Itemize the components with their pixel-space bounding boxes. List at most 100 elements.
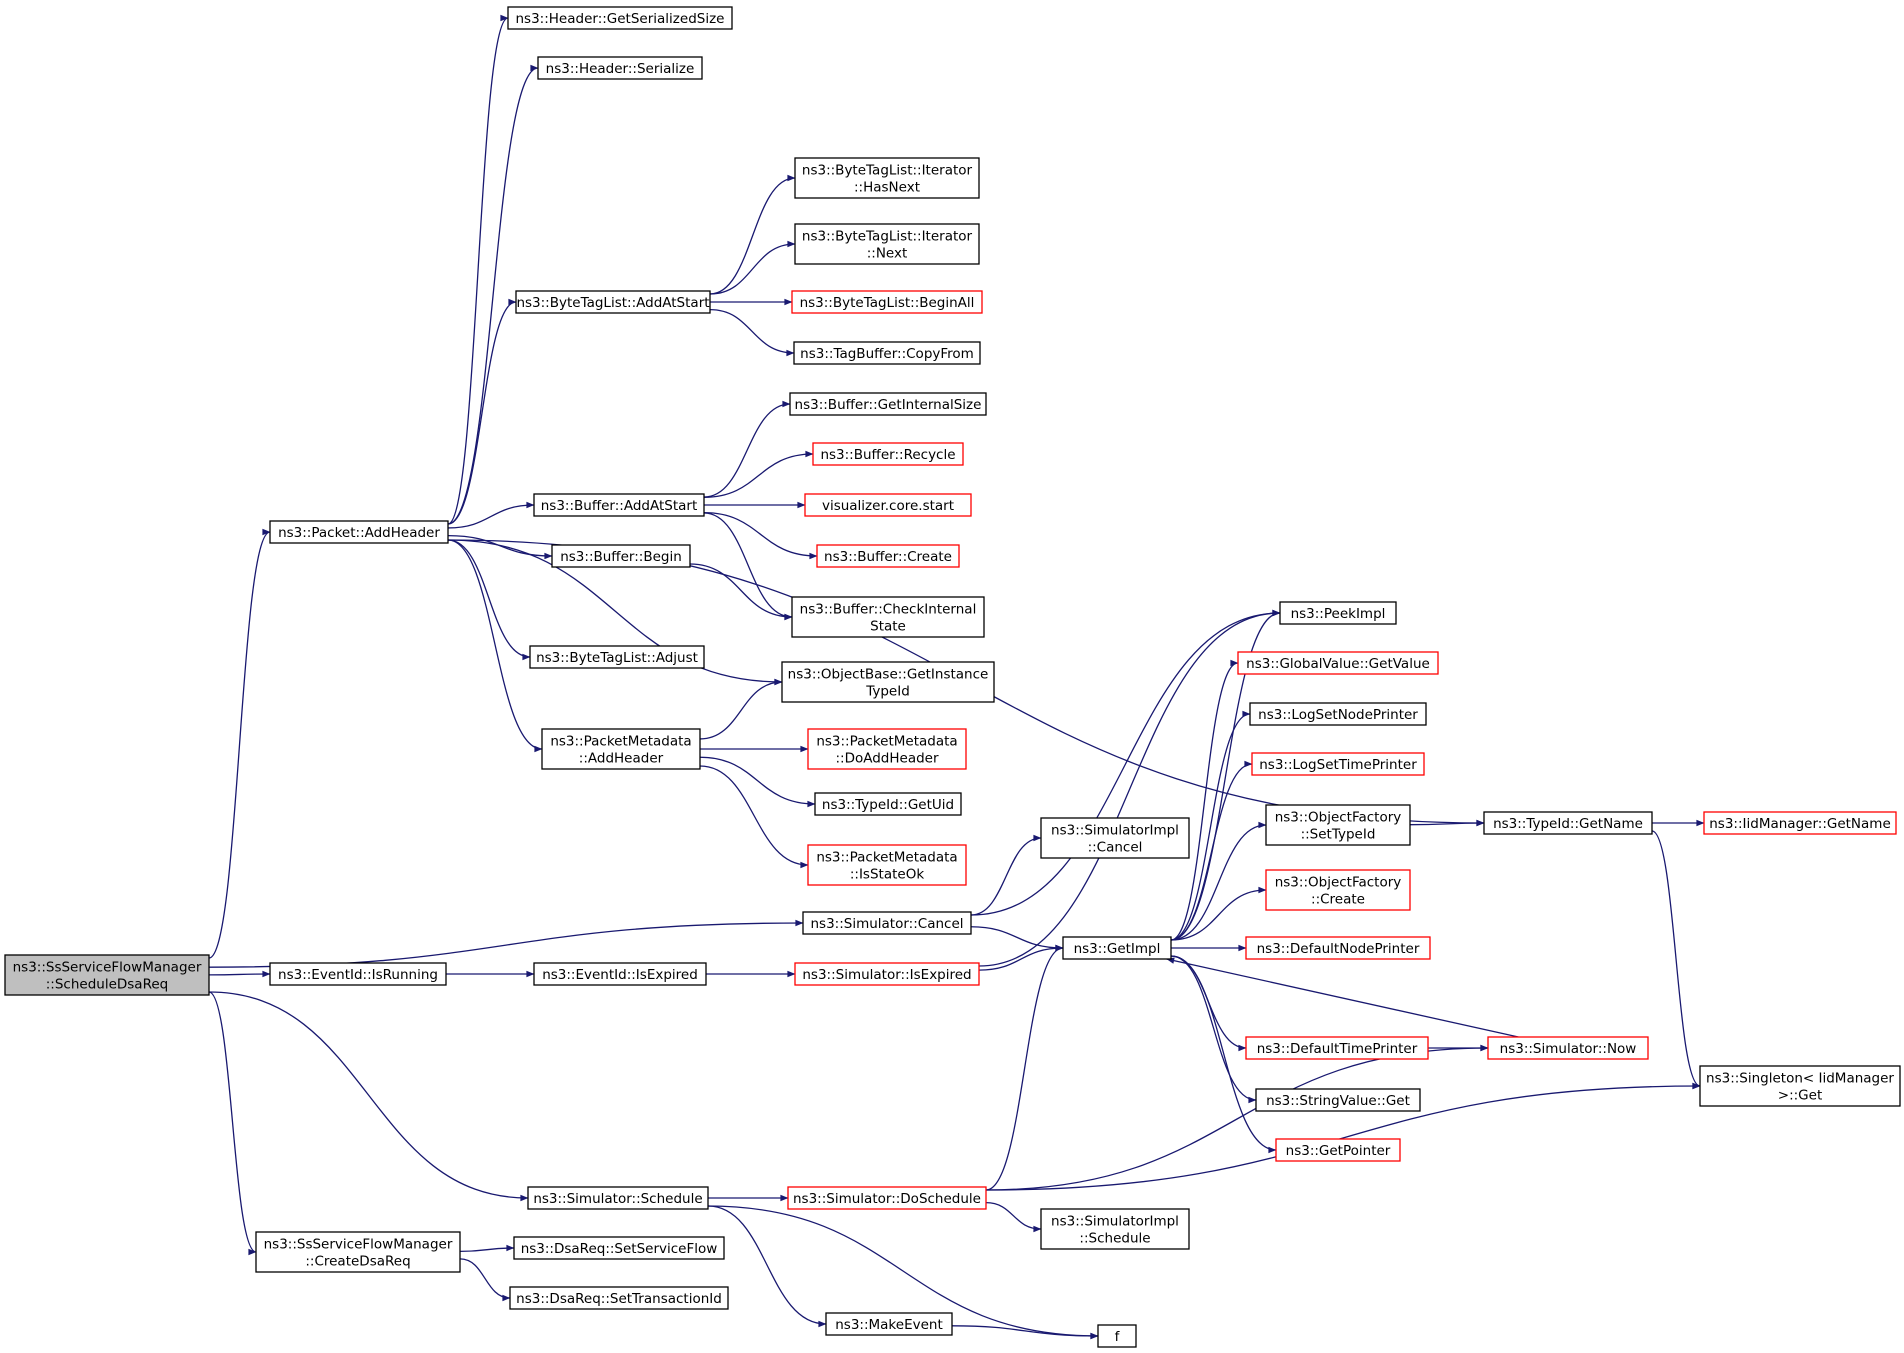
node-box	[802, 911, 972, 935]
node-globalvalue-getvalue[interactable]: ns3::GlobalValue::GetValue	[1237, 651, 1439, 675]
node-simulator-doschedule[interactable]: ns3::Simulator::DoSchedule	[787, 1186, 987, 1210]
node-label: ns3::Simulator::Schedule	[533, 1191, 702, 1207]
node-box	[1265, 869, 1411, 911]
node-bytetaglist-adjust[interactable]: ns3::ByteTagList::Adjust	[529, 645, 705, 669]
node-eventid-isexpired[interactable]: ns3::EventId::IsExpired	[533, 962, 707, 986]
node-simulator-isexpired[interactable]: ns3::Simulator::IsExpired	[794, 962, 980, 986]
node-label: ns3::Buffer::AddAtStart	[541, 498, 698, 514]
node-box	[551, 544, 691, 568]
node-logsetnodeprinter[interactable]: ns3::LogSetNodePrinter	[1249, 702, 1427, 726]
call-edge-simulator_doschedule-to-simulatorimpl_schedule	[985, 1202, 1042, 1233]
node-simulator-schedule[interactable]: ns3::Simulator::Schedule	[527, 1186, 709, 1210]
node-buffer-recycle[interactable]: ns3::Buffer::Recycle	[812, 442, 964, 466]
node-peekimpl[interactable]: ns3::PeekImpl	[1279, 601, 1397, 625]
node-simulator-now[interactable]: ns3::Simulator::Now	[1487, 1036, 1649, 1060]
call-edge-simulator_now-to-getimpl	[1166, 957, 1519, 1038]
node-bytetaglist-addatstart[interactable]: ns3::ByteTagList::AddAtStart	[515, 290, 711, 314]
node-box	[1703, 811, 1897, 835]
node-makeevent[interactable]: ns3::MakeEvent	[825, 1312, 953, 1336]
node-bytetaglist-beginall[interactable]: ns3::ByteTagList::BeginAll	[791, 290, 983, 314]
node-visualizer-core-start[interactable]: visualizer.core.start	[804, 493, 972, 517]
call-edge-packet_addheader-to-objectbase_getinstancetypeid	[447, 539, 783, 686]
node-buffer-create[interactable]: ns3::Buffer::Create	[816, 544, 960, 568]
node-box	[794, 962, 980, 986]
node-getpointer[interactable]: ns3::GetPointer	[1275, 1138, 1401, 1162]
node-label: ns3::StringValue::Get	[1266, 1093, 1410, 1109]
call-edge-getimpl-to-stringvalue_get	[1170, 955, 1257, 1104]
node-bytetaglist-iterator-next[interactable]: ns3::ByteTagList::Iterator::Next	[794, 223, 980, 265]
node-defaulttimeprinter[interactable]: ns3::DefaultTimePrinter	[1245, 1036, 1429, 1060]
node-label: ns3::MakeEvent	[835, 1317, 943, 1333]
node-label: ns3::PacketMetadata	[816, 850, 957, 866]
node-label: ::HasNext	[854, 180, 920, 196]
node-stringvalue-get[interactable]: ns3::StringValue::Get	[1255, 1088, 1421, 1112]
node-label: ns3::SsServiceFlowManager	[264, 1237, 453, 1253]
node-eventid-isrunning[interactable]: ns3::EventId::IsRunning	[269, 962, 447, 986]
call-edge-bytetaglist_addatstart-to-bytetaglist_iterator_hasnext	[709, 174, 796, 295]
node-getimpl[interactable]: ns3::GetImpl	[1062, 936, 1172, 960]
node-packet-addheader[interactable]: ns3::Packet::AddHeader	[269, 520, 449, 544]
node-dsareq-setserviceflow[interactable]: ns3::DsaReq::SetServiceFlow	[513, 1236, 725, 1260]
node-box	[1062, 936, 1172, 960]
node-box	[825, 1312, 953, 1336]
node-box	[1251, 752, 1425, 776]
call-edge-buffer_addatstart-to-buffer_getinternalsize	[703, 400, 791, 498]
node-objectfactory-create[interactable]: ns3::ObjectFactory::Create	[1265, 869, 1411, 911]
node-simulatorimpl-cancel[interactable]: ns3::SimulatorImpl::Cancel	[1040, 817, 1190, 859]
node-box	[515, 290, 711, 314]
function-nodes: ns3::SsServiceFlowManager::ScheduleDsaRe…	[4, 6, 1901, 1348]
node-label: ns3::PeekImpl	[1291, 606, 1386, 622]
node-label: ns3::ByteTagList::Iterator	[802, 163, 973, 179]
node-label: f	[1115, 1329, 1121, 1345]
node-objectfactory-settypeid[interactable]: ns3::ObjectFactory::SetTypeId	[1265, 804, 1411, 846]
node-defaultnodeprinter[interactable]: ns3::DefaultNodePrinter	[1245, 936, 1431, 960]
node-label: ns3::LogSetNodePrinter	[1258, 707, 1418, 723]
node-box	[509, 1286, 729, 1310]
node-label: ns3::TypeId::GetUid	[822, 797, 954, 813]
node-box	[1487, 1036, 1649, 1060]
node-label: ns3::EventId::IsRunning	[278, 967, 438, 983]
node-packetmetadata-isstateok[interactable]: ns3::PacketMetadata::IsStateOk	[807, 844, 967, 886]
node-label: ns3::Header::GetSerializedSize	[516, 11, 725, 27]
node-header-getserializedsize[interactable]: ns3::Header::GetSerializedSize	[507, 6, 733, 30]
node-box	[1275, 1138, 1401, 1162]
node-bytetaglist-iterator-hasnext[interactable]: ns3::ByteTagList::Iterator::HasNext	[794, 157, 980, 199]
node-box	[507, 6, 733, 30]
node-header-serialize[interactable]: ns3::Header::Serialize	[537, 56, 703, 80]
node-buffer-getinternalsize[interactable]: ns3::Buffer::GetInternalSize	[789, 392, 987, 416]
call-edge-simulator_cancel-to-peekimpl	[970, 609, 1281, 916]
call-edge-simulator_cancel-to-getimpl	[970, 926, 1064, 952]
node-packetmetadata-doaddheader[interactable]: ns3::PacketMetadata::DoAddHeader	[807, 728, 967, 770]
node-label: ns3::SimulatorImpl	[1051, 1214, 1179, 1230]
node-box	[255, 1231, 461, 1273]
node-label: ns3::PacketMetadata	[550, 734, 691, 750]
node-label: ns3::PacketMetadata	[816, 734, 957, 750]
node-tagbuffer-copyfrom[interactable]: ns3::TagBuffer::CopyFrom	[793, 341, 981, 365]
node-iidmanager-getname[interactable]: ns3::IidManager::GetName	[1703, 811, 1897, 835]
node-root[interactable]: ns3::SsServiceFlowManager::ScheduleDsaRe…	[4, 954, 210, 996]
node-simulatorimpl-schedule[interactable]: ns3::SimulatorImpl::Schedule	[1040, 1208, 1190, 1250]
node-box	[794, 223, 980, 265]
node-label: ns3::ByteTagList::Iterator	[802, 229, 973, 245]
node-typeid-getuid[interactable]: ns3::TypeId::GetUid	[814, 792, 962, 816]
node-buffer-addatstart[interactable]: ns3::Buffer::AddAtStart	[533, 493, 705, 517]
node-simulator-cancel[interactable]: ns3::Simulator::Cancel	[802, 911, 972, 935]
node-label: ns3::TagBuffer::CopyFrom	[800, 346, 974, 362]
node-f[interactable]: f	[1097, 1324, 1137, 1348]
node-label: ns3::Simulator::DoSchedule	[793, 1191, 981, 1207]
node-logsettimeprinter[interactable]: ns3::LogSetTimePrinter	[1251, 752, 1425, 776]
node-typeid-getname[interactable]: ns3::TypeId::GetName	[1483, 811, 1653, 835]
node-singleton-get[interactable]: ns3::Singleton< IidManager>::Get	[1699, 1065, 1901, 1107]
node-box	[807, 844, 967, 886]
node-sfm-createdsareq[interactable]: ns3::SsServiceFlowManager::CreateDsaReq	[255, 1231, 461, 1273]
call-edge-buffer_begin-to-buffer_checkinternalstate	[689, 563, 793, 621]
node-label: ::Next	[867, 246, 908, 262]
node-dsareq-settransactionid[interactable]: ns3::DsaReq::SetTransactionId	[509, 1286, 729, 1310]
node-buffer-begin[interactable]: ns3::Buffer::Begin	[551, 544, 691, 568]
node-label: ns3::Header::Serialize	[546, 61, 695, 77]
node-label: ns3::DefaultNodePrinter	[1257, 941, 1420, 957]
node-packetmetadata-addheader[interactable]: ns3::PacketMetadata::AddHeader	[541, 728, 701, 770]
